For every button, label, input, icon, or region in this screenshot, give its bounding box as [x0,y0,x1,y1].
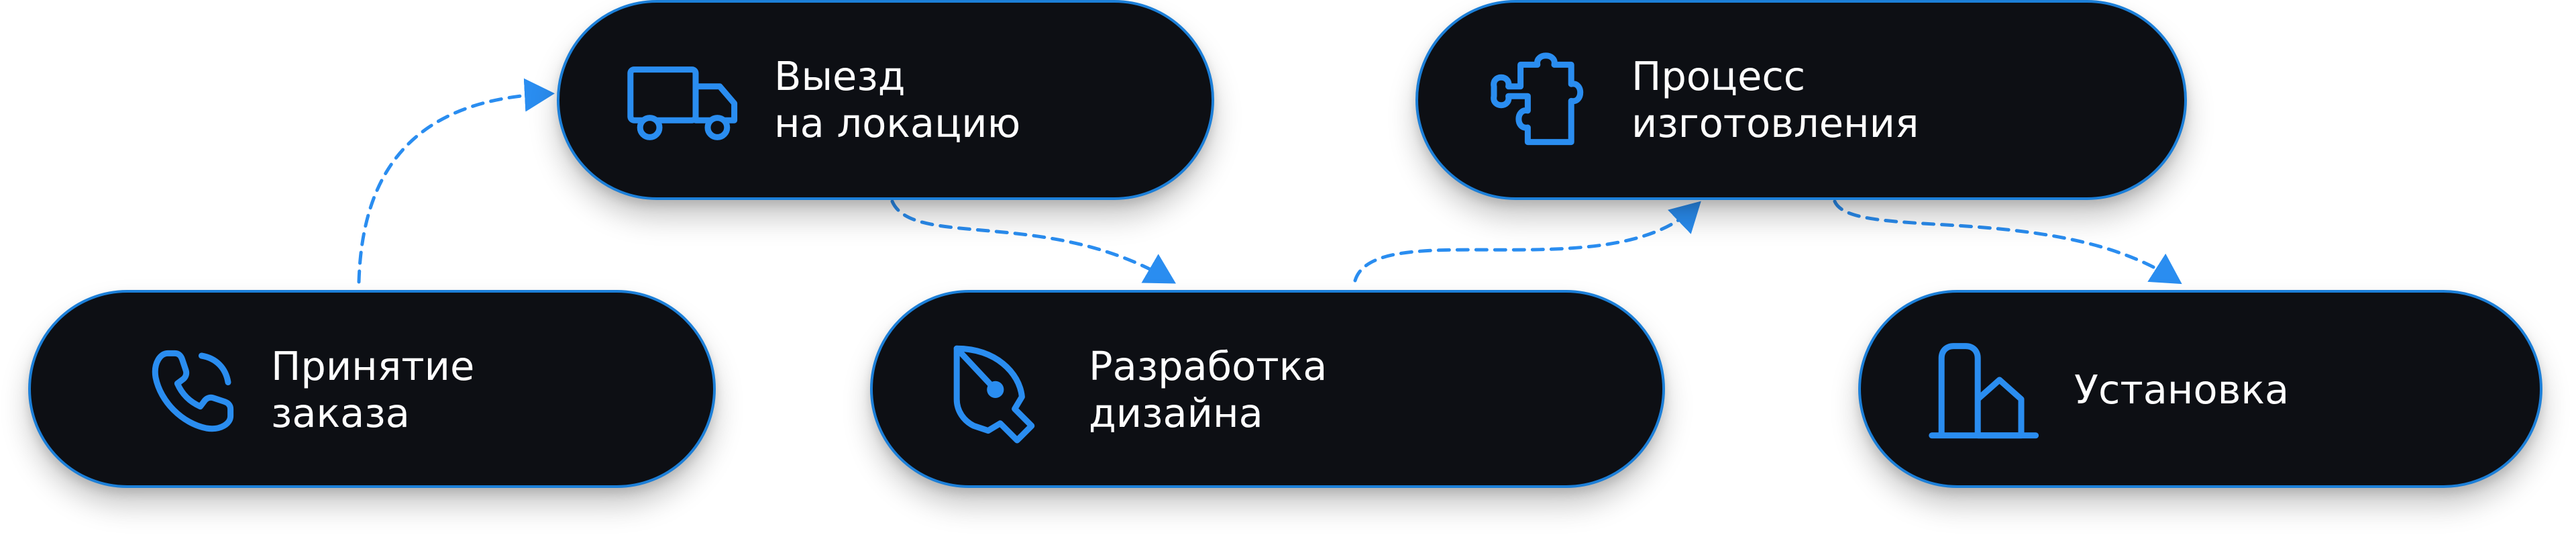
step-label: Установка [2074,366,2289,413]
connector-step3-to-step4 [1353,201,1701,283]
truck-icon [623,43,744,164]
step-label-line-1: Разработка [1089,343,1328,389]
step-label-line-1: Принятие [271,343,475,389]
step-label: Разработка дизайна [1089,343,1327,437]
buildings-icon [1925,332,2045,452]
step-label-line-2: изготовления [1631,100,1919,146]
step-label-line-2: заказа [271,390,410,436]
step-label: Принятие заказа [271,343,474,437]
step-label: Выезд на локацию [774,53,1020,147]
step-label-line-2: дизайна [1089,390,1263,436]
step-pill-order-intake: Принятие заказа [28,290,716,488]
pen-nib-icon [940,332,1061,452]
puzzle-icon [1482,43,1603,164]
step-pill-site-visit: Выезд на локацию [557,0,1214,200]
phone-icon [131,332,252,452]
connector-step2-to-step3 [890,199,1176,284]
step-label-line-1: Процесс [1631,53,1806,99]
step-label-line-1: Выезд [774,53,906,99]
step-label-line-2: на локацию [774,100,1021,146]
step-label: Процесс изготовления [1631,53,1919,147]
step-label-line-1: Установка [2074,366,2290,413]
step-pill-manufacturing: Процесс изготовления [1415,0,2187,200]
connector-step1-to-step2 [357,78,555,284]
step-pill-installation: Установка [1858,290,2542,488]
step-pill-design-development: Разработка дизайна [870,290,1665,488]
connector-step4-to-step5 [1833,199,2182,285]
